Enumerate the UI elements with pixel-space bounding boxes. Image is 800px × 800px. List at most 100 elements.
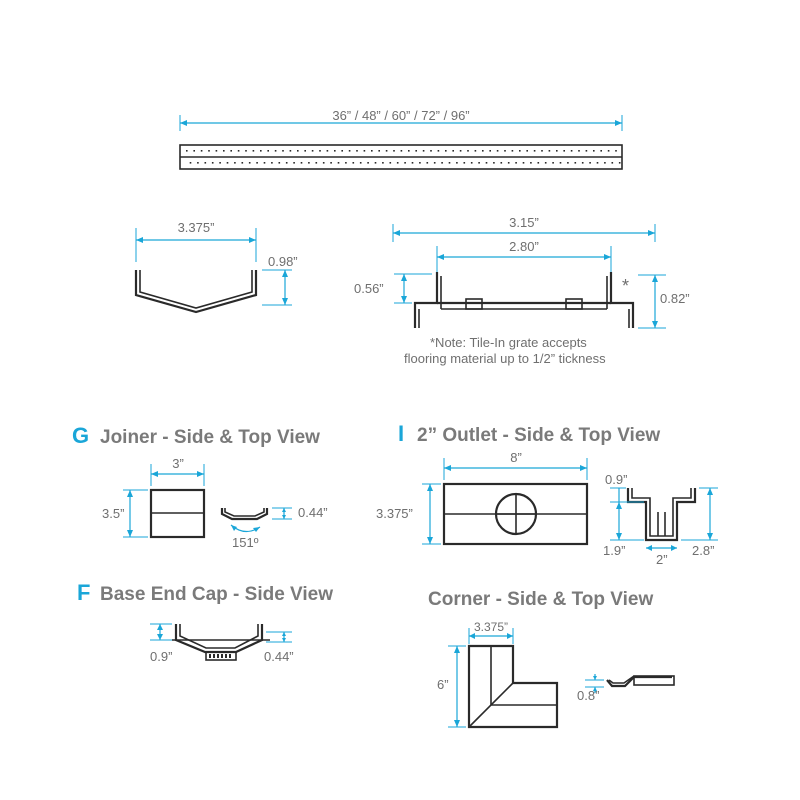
drain-slot [419,162,421,164]
endcap-stub-rib [229,654,231,658]
drain-slot [274,150,277,152]
drain-slot [607,150,610,152]
drain-slot [618,162,621,164]
drain-slot [308,162,310,164]
drain-slot [400,150,403,152]
drain-slot [322,162,325,164]
drain-slot [448,162,451,164]
drain-slot [589,162,591,164]
drain-slot [326,150,329,152]
drain-slot [433,162,436,164]
drain-slot [537,162,540,164]
drain-slot [311,150,314,152]
drain-slot [541,150,543,152]
drain-slot [341,150,343,152]
channel-cross-section: 3.375” 0.98” [134,220,298,314]
drain-slot [215,150,218,152]
drain-slot [426,162,429,164]
drain-slot [422,150,425,152]
drain-slot [456,162,458,164]
drain-slot [504,150,506,152]
corner-width-label: 3.375” [474,620,508,634]
joiner-width-label: 3” [172,456,184,471]
drain-slot [596,162,599,164]
outlet-bottom-label: 1.9” [603,543,625,558]
outlet-top-label: 0.9” [605,472,627,487]
drain-slot [600,150,602,152]
drain-slot [559,162,562,164]
endcap-letter: F [77,580,90,605]
drain-slot [411,162,414,164]
drain-slot [300,162,303,164]
joiner-title: Joiner - Side & Top View [100,427,320,448]
drain-slot [248,162,251,164]
drain-slot [374,162,377,164]
drain-slot [189,162,192,164]
drain-slot [415,150,417,152]
drain-slot [348,150,351,152]
drain-slot [500,162,503,164]
drain-slot [267,150,269,152]
drain-slot [574,162,577,164]
endcap-stub-rib [213,654,215,658]
drain-slot [507,162,510,164]
endcap-stub-rib [225,654,227,658]
drain-slot [459,150,462,152]
drain-slot-pattern [186,150,621,164]
drain-slot [211,162,214,164]
drain-slot [345,162,347,164]
drain-slot [556,150,558,152]
joiner-side-view [220,508,269,521]
drain-slot [282,150,284,152]
drain-slot [493,162,495,164]
drain-slot [186,150,188,152]
outlet-letter: I [398,421,404,446]
grate-left-profile [413,272,439,328]
drain-slot [404,162,406,164]
drain-slot [337,162,340,164]
grate-outer-width-label: 3.15” [509,215,539,230]
drain-slot [445,150,447,152]
drain-slot [193,150,195,152]
drain-slot [470,162,473,164]
drain-slot [430,150,432,152]
drain-slot [252,150,255,152]
drain-slot [519,150,521,152]
drain-slot [200,150,203,152]
drain-slot [485,162,488,164]
drain-slot [463,162,466,164]
drain-slot [204,162,207,164]
endcap-stub-rib [221,654,223,658]
drain-top-view: 36” / 48” / 60” / 72” / 96” [179,108,623,170]
drain-slot [285,162,288,164]
corner-height-label: 0.8” [577,688,599,703]
tile-in-note-line2: flooring material up to 1/2” tickness [404,351,606,366]
drain-slot [334,150,336,152]
drain-slot [237,150,240,152]
drain-slot [241,162,244,164]
drain-slot [223,150,225,152]
drain-slot [293,162,295,164]
drain-slot [441,162,443,164]
outlet-total-label: 2.8” [692,543,714,558]
corner-section: Corner - Side & Top View 3.375” 6” 0.8” [428,589,675,729]
joiner-angle-label: 151º [232,535,259,550]
drain-slot [304,150,306,152]
outlet-width-label: 3.375” [376,506,413,521]
drain-slot [585,150,588,152]
drain-slot [408,150,410,152]
drain-slot [396,162,399,164]
endcap-left-label: 0.9” [150,649,172,664]
joiner-height-label: 3.5” [102,506,124,521]
drain-slot [489,150,491,152]
endcap-right-label: 0.44” [264,649,294,664]
drain-slot [356,150,358,152]
drain-slot [526,150,528,152]
joiner-section: G Joiner - Side & Top View 3” 3.5” 0.44”… [72,423,328,550]
drain-slot [581,162,584,164]
drain-slot [544,162,547,164]
drain-slot [615,150,617,152]
drain-slot [359,162,362,164]
